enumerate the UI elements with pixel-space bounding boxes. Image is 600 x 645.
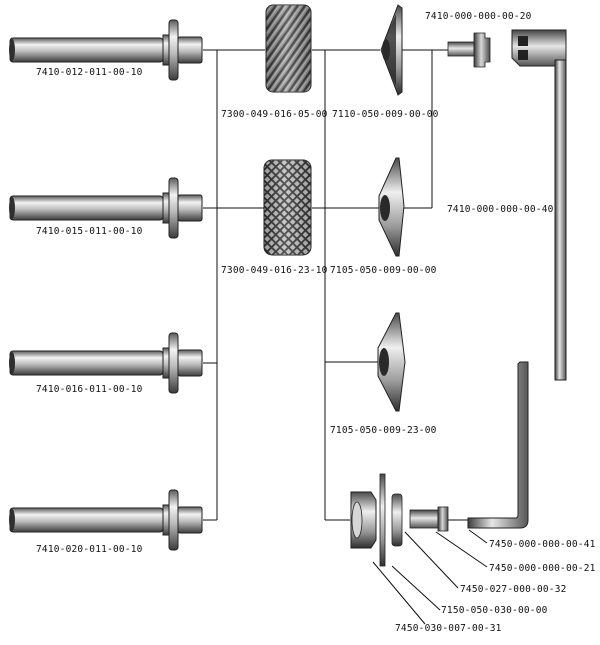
- part-labels: 7410-012-011-00-10 7410-015-011-00-10 74…: [36, 11, 596, 634]
- label-knurl-diagonal: 7300-049-016-05-00: [221, 109, 328, 120]
- bevel-knurl-cutter: [380, 4, 403, 96]
- label-hex-key: 7450-000-000-00-41: [489, 539, 596, 550]
- knurl-diagonal-wheel: [265, 4, 312, 93]
- cone-cutter-upper: [378, 157, 405, 257]
- screw-top: [447, 32, 491, 68]
- label-knurl-diamond: 7300-049-016-23-10: [221, 265, 328, 276]
- label-shaft-4: 7410-020-011-00-10: [36, 544, 143, 555]
- label-washer: 7450-027-000-00-32: [460, 584, 567, 595]
- label-cone-cutter-1: 7105-050-009-00-00: [330, 265, 437, 276]
- label-hub: 7450-030-007-00-31: [395, 623, 502, 634]
- label-screw-top: 7410-000-000-00-20: [425, 11, 532, 22]
- knurl-diamond-wheel: [263, 159, 312, 256]
- label-bevel-knurl: 7110-050-009-00-00: [332, 109, 439, 120]
- shaft-1: [9, 19, 203, 81]
- label-screw-bottom: 7450-000-000-00-21: [489, 563, 596, 574]
- hex-key: [467, 361, 529, 529]
- label-shaft-3: 7410-016-011-00-10: [36, 384, 143, 395]
- label-shaft-1: 7410-012-011-00-10: [36, 67, 143, 78]
- spanner-wrench: [511, 29, 567, 381]
- hub-assembly: [350, 473, 449, 567]
- label-cone-cutter-2: 7105-050-009-23-00: [330, 425, 437, 436]
- label-spanner-wrench: 7410-000-000-00-40: [447, 204, 554, 215]
- connector-lines: [203, 49, 488, 625]
- shaft-2: [9, 177, 203, 239]
- shaft-4: [9, 489, 203, 551]
- label-shaft-2: 7410-015-011-00-10: [36, 226, 143, 237]
- shaft-3: [9, 332, 203, 394]
- label-blade: 7150-050-030-00-00: [441, 605, 548, 616]
- cone-cutter-lower: [377, 312, 406, 412]
